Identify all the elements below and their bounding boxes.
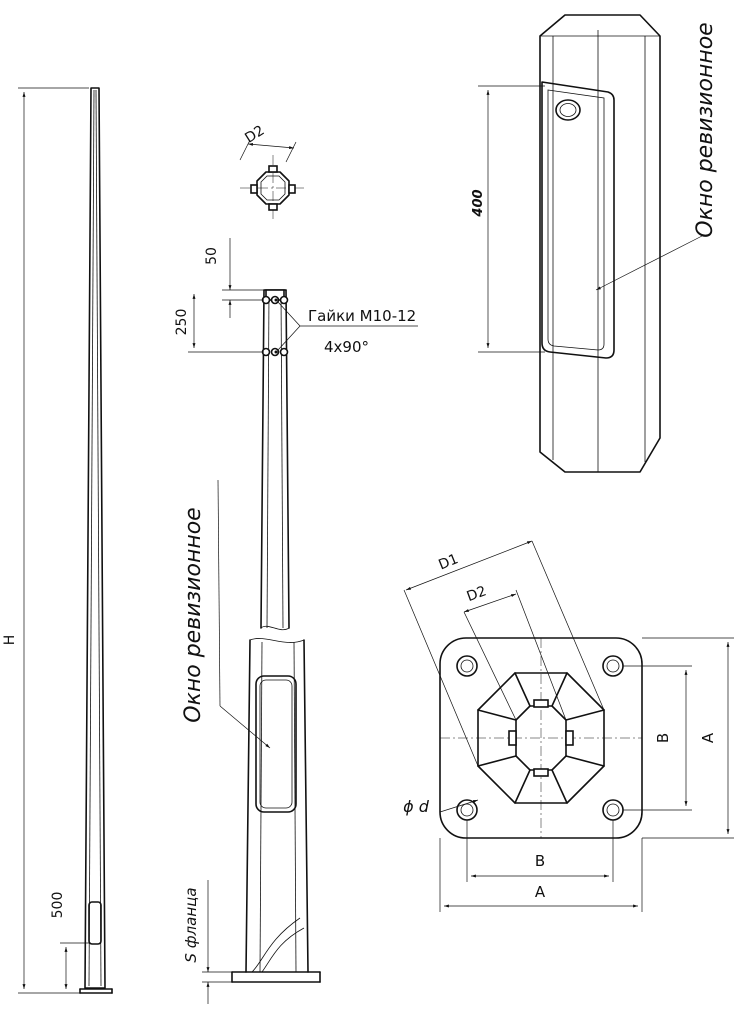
dimension-500-label: 500 xyxy=(50,892,66,919)
d2-top-label: D2 xyxy=(242,123,267,147)
b-bottom-dimension: B xyxy=(466,820,614,882)
a-right-dimension: A xyxy=(642,637,734,839)
dimension-400-label: 400 xyxy=(471,189,486,217)
nuts-spacing-label: 4х90° xyxy=(324,338,369,356)
b-bottom-label: B xyxy=(535,852,545,870)
nuts-label: Гайки М10-12 xyxy=(308,307,416,325)
flange-thickness-label: S фланца xyxy=(182,887,200,962)
height-dimension: H xyxy=(2,87,89,994)
dimension-250: 250 xyxy=(174,294,264,353)
window-callout-detail: Окно ревизионное xyxy=(595,22,718,291)
dimension-50-label: 50 xyxy=(204,247,220,265)
b-right-dimension: B xyxy=(623,665,692,811)
a-bottom-dimension: A xyxy=(439,838,643,912)
hole-diameter-label: ϕ d xyxy=(403,797,430,816)
top-cross-section: D2 xyxy=(239,123,306,222)
flange-thickness-dimension: S фланца xyxy=(182,880,232,1004)
mounting-nuts xyxy=(261,295,289,357)
d2-flange-dimension: D2 xyxy=(463,583,567,721)
window-detail-label: Окно ревизионное xyxy=(693,22,718,237)
pole-detail-view xyxy=(231,289,321,983)
height-label: H xyxy=(2,635,18,646)
window-side-label: Окно ревизионное xyxy=(181,507,206,722)
pole-full-view xyxy=(79,87,113,994)
flange-plan-view xyxy=(439,637,643,839)
d1-dimension: D1 xyxy=(403,540,605,767)
a-bottom-label: A xyxy=(535,883,546,901)
d2-flange-label: D2 xyxy=(465,583,489,605)
window-callout-side: Окно ревизионное xyxy=(181,479,271,749)
window-detail-view xyxy=(539,14,661,473)
nuts-callout: Гайки М10-12 4х90° xyxy=(277,301,418,356)
dimension-500: 500 xyxy=(50,892,89,989)
dimension-400: 400 xyxy=(471,85,545,353)
b-right-label: B xyxy=(654,733,672,743)
a-right-label: A xyxy=(699,732,717,743)
hole-diameter-callout: ϕ d xyxy=(403,797,479,816)
dimension-50: 50 xyxy=(204,238,264,318)
dimension-250-label: 250 xyxy=(174,309,190,336)
d1-label: D1 xyxy=(436,551,460,573)
